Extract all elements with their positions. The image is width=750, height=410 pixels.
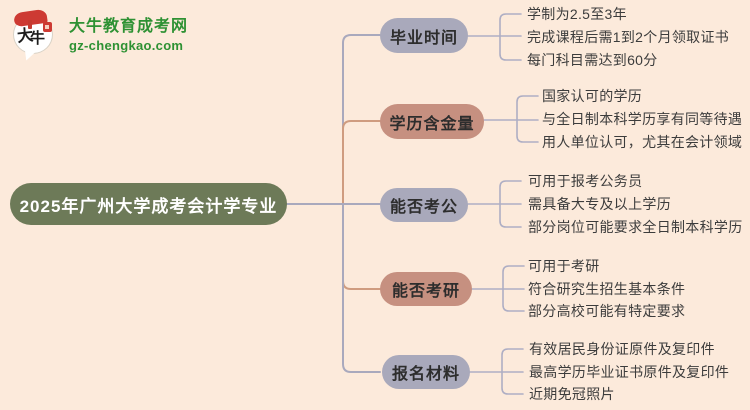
site-url: gz-chengkao.com xyxy=(69,38,184,54)
leaf-item: 需具备大专及以上学历 xyxy=(528,196,671,212)
site-name: 大牛教育成考网 xyxy=(69,18,189,35)
leaf-item: 每门科目需达到60分 xyxy=(527,52,658,68)
leaf-item: 国家认可的学历 xyxy=(542,88,643,104)
speech-bubble-logo-icon: 大 牛 xyxy=(13,8,57,63)
leaf-item: 有效居民身份证原件及复印件 xyxy=(529,341,715,357)
leaf-item: 最高学历毕业证书原件及复印件 xyxy=(529,364,730,380)
logo-text: 大牛教育成考网 gz-chengkao.com xyxy=(69,13,188,54)
leaf-item: 学制为2.5至3年 xyxy=(527,6,627,22)
branch-node-degree-value: 学历含金量 xyxy=(380,104,484,139)
branch-node-application-materials: 报名材料 xyxy=(382,355,470,389)
branch-node-graduation-time: 毕业时间 xyxy=(380,18,468,53)
logo-character-2: 牛 xyxy=(30,30,46,47)
leaf-item: 用人单位认可，尤其在会计领域 xyxy=(542,134,743,150)
branch-node-postgraduate: 能否考研 xyxy=(380,272,472,306)
leaf-item: 与全日制本科学历享有同等待遇 xyxy=(542,111,743,127)
leaf-item: 部分岗位可能要求全日制本科学历 xyxy=(528,219,743,235)
leaf-item: 可用于考研 xyxy=(528,258,600,274)
site-logo: 大 牛 大牛教育成考网 gz-chengkao.com xyxy=(13,8,188,63)
leaf-item: 完成课程后需1到2个月领取证书 xyxy=(527,29,730,45)
leaf-item: 部分高校可能有特定要求 xyxy=(528,303,686,319)
leaf-item: 可用于报考公务员 xyxy=(528,173,643,189)
leaf-item: 符合研究生招生基本条件 xyxy=(528,281,686,297)
mini-seal-icon xyxy=(28,20,32,29)
central-topic-node: 2025年广州大学成考会计学专业 xyxy=(10,183,287,225)
leaf-item: 近期免冠照片 xyxy=(529,386,615,402)
branch-node-civil-service: 能否考公 xyxy=(380,188,468,222)
red-seal-icon xyxy=(43,22,52,32)
